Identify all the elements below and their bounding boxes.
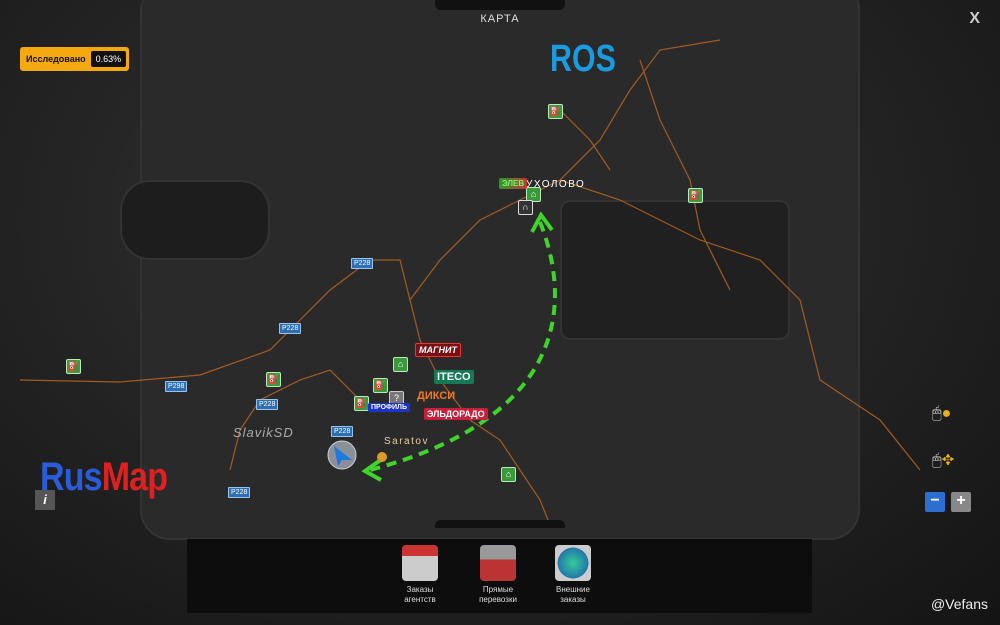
road-badge: P228 <box>351 258 374 269</box>
external-orders-button[interactable]: Внешние заказы <box>538 545 608 605</box>
truck-mirror <box>120 180 270 260</box>
direct-transport-button[interactable]: Прямые перевозки <box>463 545 533 605</box>
city-dot <box>377 452 387 462</box>
fuel-station-icon[interactable]: ⛽ <box>688 188 703 203</box>
brand-diksi: ДИКСИ <box>417 390 456 402</box>
brand-profil: ПРОФИЛЬ <box>368 403 411 412</box>
header-tab <box>435 0 565 10</box>
brand-iteco: ITECO <box>434 370 474 384</box>
road-badge: P228 <box>331 426 354 437</box>
garage-icon[interactable]: ⌂ <box>526 187 541 202</box>
rusmap-logo: RusMap <box>40 455 168 500</box>
road-badge: P228 <box>256 399 279 410</box>
signature: SlavikSD <box>233 425 294 440</box>
road-badge: P298 <box>165 381 188 392</box>
close-button[interactable]: X <box>969 10 980 27</box>
logo-map: Map <box>101 455 168 499</box>
garage-icon[interactable]: ⌂ <box>393 357 408 372</box>
road-line <box>559 179 921 471</box>
globe-icon <box>555 545 591 581</box>
city-label[interactable]: Saratov <box>384 436 429 447</box>
truck-grille <box>560 200 790 340</box>
fuel-station-icon[interactable]: ⛽ <box>373 378 388 393</box>
road-line <box>19 259 551 525</box>
route-arrow <box>369 221 557 472</box>
route-arrowhead <box>530 211 554 233</box>
agency-orders-icon <box>402 545 438 581</box>
road-line <box>639 59 731 291</box>
button-label: заказы <box>560 595 586 604</box>
brand-elev: ЭЛЕВ <box>499 178 528 189</box>
bottom-tab <box>435 520 565 528</box>
button-label: Заказы <box>406 585 434 594</box>
forklift-icon <box>480 545 516 581</box>
watermark: @Vefans <box>930 596 988 612</box>
zoom-in-button[interactable]: + <box>951 492 971 512</box>
brand-magnit: МАГНИТ <box>415 343 461 357</box>
button-label: Прямые <box>482 585 514 594</box>
city-label[interactable]: УХОЛОВО <box>526 179 586 190</box>
info-button[interactable]: i <box>35 490 55 510</box>
mouse-waypoint-icon: 🖱● <box>932 405 952 422</box>
explored-label: Исследовано <box>26 54 86 64</box>
page-title: КАРТА <box>480 13 520 25</box>
button-label: агентств <box>404 595 436 604</box>
fuel-station-icon[interactable]: ⛽ <box>266 372 281 387</box>
garage-icon[interactable]: ⌂ <box>501 467 516 482</box>
road-line <box>559 109 611 171</box>
region-label: ROS <box>550 38 616 80</box>
map-canvas[interactable] <box>0 0 1000 525</box>
button-label: Внешние <box>556 585 590 594</box>
button-label: перевозки <box>479 595 517 604</box>
fuel-station-icon[interactable]: ⛽ <box>354 396 369 411</box>
road-badge: P228 <box>228 487 251 498</box>
fuel-station-icon[interactable]: ⛽ <box>548 104 563 119</box>
route-arrowhead <box>361 457 384 482</box>
explored-value: 0.63% <box>90 51 127 67</box>
toll-icon[interactable]: ∩ <box>518 200 533 215</box>
brand-eldorado: ЭЛЬДОРАДО <box>424 408 488 420</box>
agency-orders-button[interactable]: Заказы агентств <box>385 545 455 605</box>
zoom-out-button[interactable]: − <box>925 492 945 512</box>
road-badge: P228 <box>279 323 302 334</box>
mouse-move-icon: 🖱✥ <box>932 452 955 469</box>
player-arrow-icon <box>334 446 352 466</box>
road-line <box>229 369 361 471</box>
fuel-station-icon[interactable]: ⛽ <box>66 359 81 374</box>
explored-badge: Исследовано 0.63% <box>20 47 130 71</box>
